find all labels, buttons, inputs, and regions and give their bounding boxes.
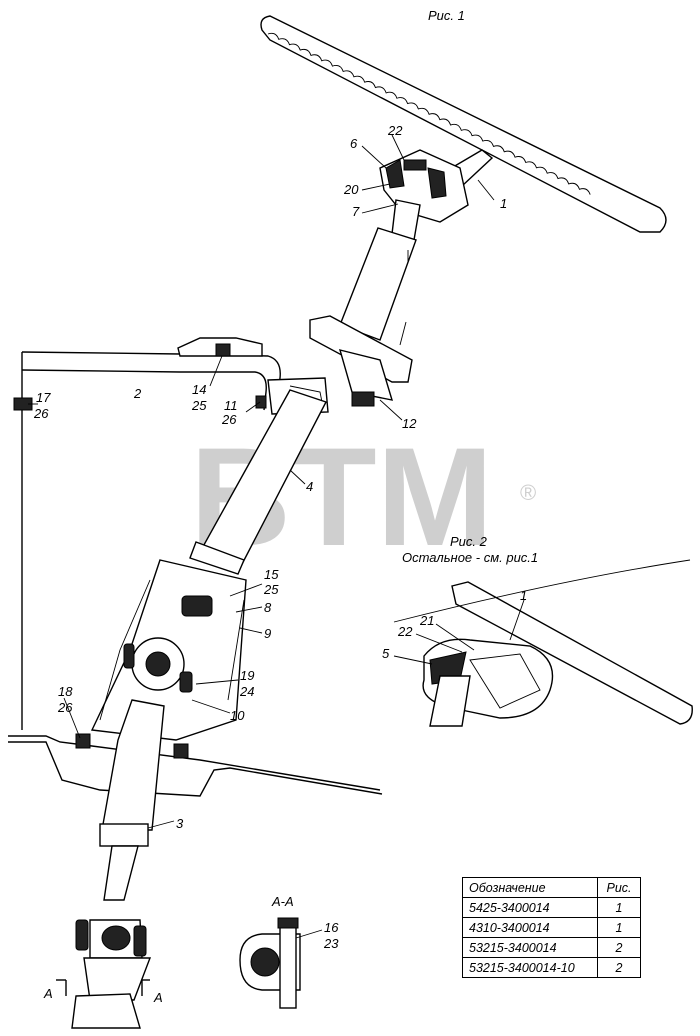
label-2: 2 <box>133 386 142 401</box>
table-row: 53215-3400014-10 2 <box>462 957 641 978</box>
cell-fig: 2 <box>597 937 641 958</box>
cell-fig: 1 <box>597 897 641 918</box>
cell-designation: 53215-3400014-10 <box>462 957 598 978</box>
label-16: 16 <box>324 920 339 935</box>
section-caption: А-А <box>271 894 294 909</box>
section-mark-right: А <box>153 990 163 1005</box>
header-designation: Обозначение <box>462 877 598 898</box>
label-24: 24 <box>239 684 254 699</box>
main-shaft-tube <box>189 389 327 575</box>
label-14: 14 <box>192 382 206 397</box>
label-18: 18 <box>58 684 73 699</box>
label-3: 3 <box>176 816 184 831</box>
label-25b: 25 <box>263 582 279 597</box>
fig2-label-1: 1 <box>520 588 527 603</box>
position-labels: 22 6 20 7 1 2 17 26 14 25 11 26 12 4 15 … <box>33 123 527 951</box>
label-26b: 26 <box>221 412 237 427</box>
cell-designation: 53215-3400014 <box>462 937 598 958</box>
table-row: 4310-3400014 1 <box>462 917 641 938</box>
floor-panel <box>8 733 383 797</box>
label-11: 11 <box>224 398 238 413</box>
label-1: 1 <box>500 196 507 211</box>
cell-designation: 4310-3400014 <box>462 917 598 938</box>
fig2-label-5: 5 <box>382 646 390 661</box>
fig2-note: Остальное - см. рис.1 <box>402 550 538 565</box>
section-mark-left: А <box>43 986 53 1001</box>
table-row: 5425-3400014 1 <box>462 897 641 918</box>
steering-hub <box>379 149 469 241</box>
leader-lines <box>28 134 525 939</box>
label-9: 9 <box>264 626 271 641</box>
label-23: 23 <box>323 936 339 951</box>
fig1-caption: Рис. 1 <box>428 8 465 23</box>
designation-table: Обозначение Рис. 5425-3400014 1 4310-340… <box>462 877 641 978</box>
table-header-row: Обозначение Рис. <box>462 877 641 898</box>
label-8: 8 <box>264 600 272 615</box>
fig2-label-22: 22 <box>397 624 413 639</box>
cell-fig: 2 <box>597 957 641 978</box>
intermediate-shaft <box>71 699 165 1029</box>
label-7: 7 <box>352 204 360 219</box>
label-26a: 26 <box>33 406 49 421</box>
label-19: 19 <box>240 668 254 683</box>
label-4: 4 <box>306 479 313 494</box>
label-10: 10 <box>230 708 245 723</box>
label-15: 15 <box>264 567 279 582</box>
fig2-label-21: 21 <box>419 613 434 628</box>
upper-column-tube <box>339 227 417 341</box>
label-12: 12 <box>402 416 417 431</box>
header-fig: Рис. <box>597 877 641 898</box>
lower-housing <box>90 559 247 741</box>
label-20: 20 <box>343 182 359 197</box>
label-6: 6 <box>350 136 358 151</box>
cell-fig: 1 <box>597 917 641 938</box>
fig2-detail <box>393 559 693 727</box>
section-detail <box>239 917 301 1009</box>
section-markers: А А <box>43 979 163 1005</box>
column-bracket <box>309 315 413 407</box>
cell-designation: 5425-3400014 <box>462 897 598 918</box>
svg-text:®: ® <box>520 480 536 505</box>
label-26c: 26 <box>57 700 73 715</box>
label-22: 22 <box>387 123 403 138</box>
label-17: 17 <box>36 390 51 405</box>
label-25a: 25 <box>191 398 207 413</box>
fig2-caption: Рис. 2 <box>450 534 488 549</box>
table-row: 53215-3400014 2 <box>462 937 641 958</box>
